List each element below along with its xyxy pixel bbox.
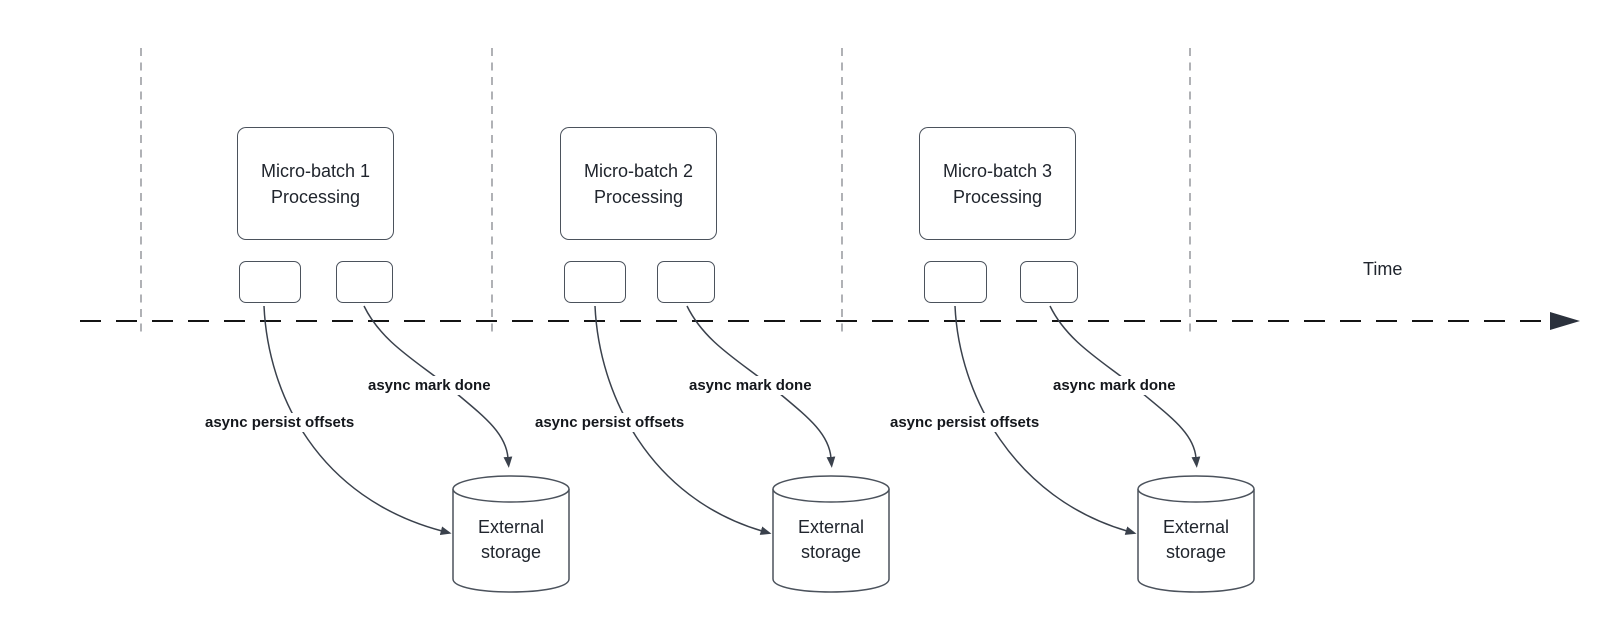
persist-offsets-arrow-3 <box>954 305 1137 535</box>
persist-task-box-3 <box>924 261 987 303</box>
external-storage-3-line1: External <box>1162 517 1230 537</box>
micro-batch-3-title-line2: Processing <box>952 186 1043 207</box>
micro-batch-1-title-line1: Micro-batch 1 <box>260 160 371 181</box>
external-storage-1-line2: storage <box>480 542 542 562</box>
mark-done-label-1: async mark done <box>365 376 494 395</box>
external-storage-2-line2: storage <box>800 542 862 562</box>
mark-done-task-box-1 <box>336 261 393 303</box>
persist-offsets-arrow-2 <box>594 305 772 535</box>
persist-offsets-label-2: async persist offsets <box>532 413 688 432</box>
storage-cylinder-2 <box>772 475 890 593</box>
micro-batch-2-title-line2: Processing <box>593 186 684 207</box>
persist-offsets-label-3: async persist offsets <box>887 413 1043 432</box>
timeline-arrowhead-icon <box>1550 312 1580 330</box>
external-storage-label-1: External storage <box>452 515 570 565</box>
persist-offsets-label-1: async persist offsets <box>202 413 358 432</box>
micro-batch-3-processing-box: Micro-batch 3 Processing <box>919 127 1076 240</box>
micro-batch-2-processing-box: Micro-batch 2 Processing <box>560 127 717 240</box>
external-storage-label-3: External storage <box>1137 515 1255 565</box>
mark-done-label-2: async mark done <box>686 376 815 395</box>
storage-cylinder-3 <box>1137 475 1255 593</box>
micro-batch-1-title-line2: Processing <box>270 186 361 207</box>
external-storage-3-line2: storage <box>1165 542 1227 562</box>
persist-task-box-1 <box>239 261 301 303</box>
storage-cylinder-1 <box>452 475 570 593</box>
micro-batch-2-title-line1: Micro-batch 2 <box>583 160 694 181</box>
external-storage-label-2: External storage <box>772 515 890 565</box>
mark-done-task-box-2 <box>657 261 715 303</box>
micro-batch-1-processing-box: Micro-batch 1 Processing <box>237 127 394 240</box>
external-storage-2-line1: External <box>797 517 865 537</box>
persist-offsets-arrow-1 <box>263 305 452 535</box>
micro-batch-3-title-line1: Micro-batch 3 <box>942 160 1053 181</box>
external-storage-1-line1: External <box>477 517 545 537</box>
mark-done-task-box-3 <box>1020 261 1078 303</box>
mark-done-label-3: async mark done <box>1050 376 1179 395</box>
time-axis-label: Time <box>1363 259 1403 279</box>
persist-task-box-2 <box>564 261 626 303</box>
